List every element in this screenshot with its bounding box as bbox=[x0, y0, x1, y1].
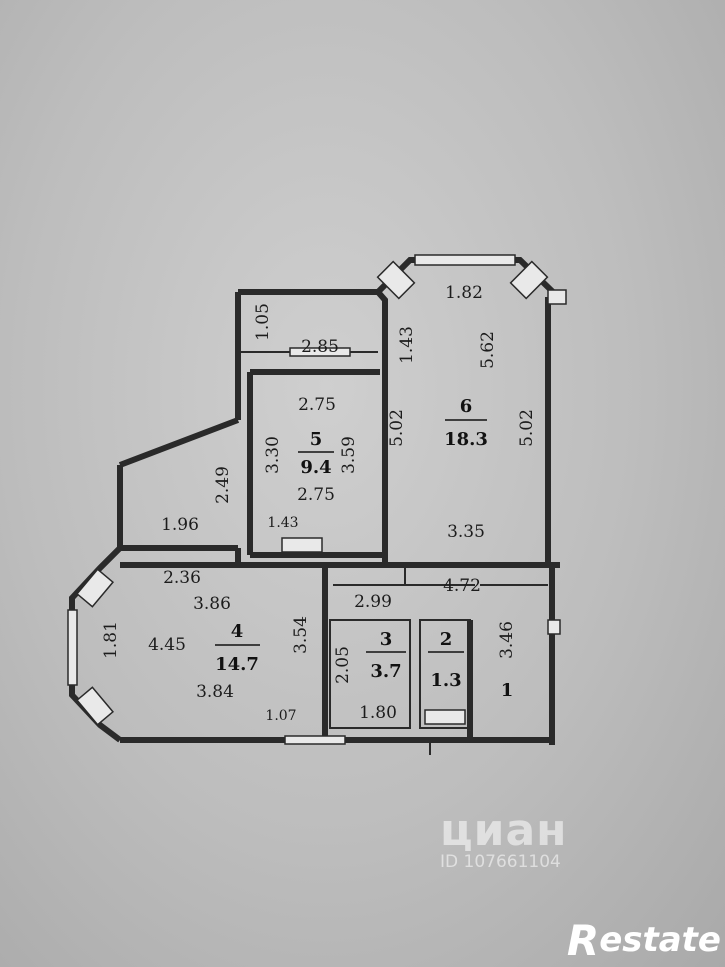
room-6-number: 6 bbox=[460, 396, 473, 417]
dim-room6-right: 5.02 bbox=[517, 409, 537, 447]
room-2-number: 2 bbox=[440, 629, 453, 650]
dim-room3-width: 1.80 bbox=[359, 703, 397, 723]
dim-room6-upper: 5.62 bbox=[478, 331, 498, 369]
watermark-name: циан bbox=[440, 805, 568, 856]
dim-loggia-height: 2.49 bbox=[213, 466, 233, 504]
dim-room4-width: 4.45 bbox=[148, 635, 186, 655]
dim-room4-left: 1.81 bbox=[101, 621, 121, 659]
dim-room5-bottom: 2.75 bbox=[297, 485, 335, 505]
dim-room6-left: 5.02 bbox=[387, 409, 407, 447]
room-4-number: 4 bbox=[231, 621, 244, 642]
room-4-area: 14.7 bbox=[215, 654, 259, 675]
dim-room6-bottom: 3.35 bbox=[447, 522, 485, 542]
dim-room4-right: 3.54 bbox=[291, 616, 311, 654]
dim-room5-right: 3.59 bbox=[339, 436, 359, 474]
room-5-number: 5 bbox=[310, 429, 323, 450]
windows bbox=[67, 254, 567, 745]
dim-room6-corner: 1.43 bbox=[397, 326, 417, 364]
room-6-area: 18.3 bbox=[444, 429, 488, 450]
room-3-area: 3.7 bbox=[370, 661, 401, 682]
room-2-area: 1.3 bbox=[430, 670, 461, 691]
dim-room5-left: 3.30 bbox=[263, 436, 283, 474]
watermark-id: ID 107661104 bbox=[440, 852, 561, 872]
dim-room4-top-outer: 2.36 bbox=[163, 568, 201, 588]
brand-initial: R bbox=[566, 915, 600, 965]
room-5-area: 9.4 bbox=[300, 457, 331, 478]
watermark: циан ID 107661104 bbox=[440, 805, 680, 872]
room-1-number: 1 bbox=[501, 680, 514, 701]
room-3-number: 3 bbox=[380, 629, 393, 650]
dim-room4-door: 1.07 bbox=[265, 708, 296, 724]
radiators bbox=[281, 537, 466, 725]
brand-rest: estate bbox=[599, 920, 721, 960]
dim-hall-top: 2.99 bbox=[354, 592, 392, 612]
dim-room6-top: 1.82 bbox=[445, 283, 483, 303]
room-labels: 6 18.3 5 9.4 4 14.7 3 3.7 2 1.3 1 bbox=[215, 396, 513, 701]
walls bbox=[69, 257, 560, 755]
dim-balcony-top-height: 1.05 bbox=[253, 303, 273, 341]
dim-hall-width: 4.72 bbox=[443, 576, 481, 596]
dim-room4-top: 3.86 bbox=[193, 594, 231, 614]
dim-room5-top: 2.75 bbox=[298, 395, 336, 415]
dim-hall-height: 3.46 bbox=[497, 621, 517, 659]
dim-room5-sub: 1.43 bbox=[267, 515, 298, 531]
dim-balcony-top-width: 2.85 bbox=[301, 337, 339, 357]
dim-room4-bottom: 3.84 bbox=[196, 682, 234, 702]
dimension-labels: 1.05 2.85 2.75 3.30 3.59 2.75 1.43 1.82 … bbox=[101, 283, 537, 724]
dim-loggia-width: 1.96 bbox=[161, 515, 199, 535]
dim-room3-height: 2.05 bbox=[333, 646, 353, 684]
